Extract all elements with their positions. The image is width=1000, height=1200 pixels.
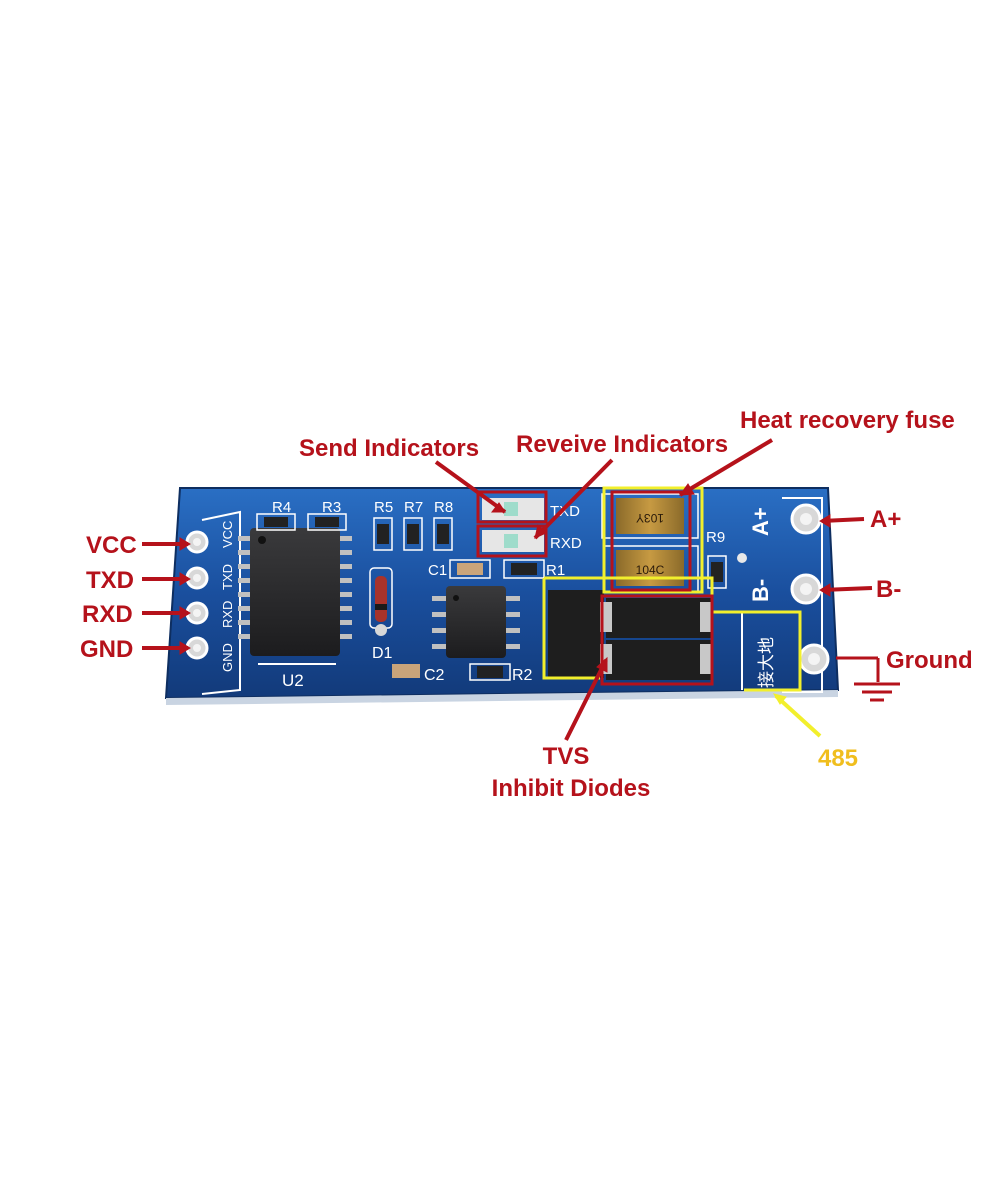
callout-labels: Send Indicators Reveive Indicators Heat … — [80, 407, 973, 802]
silk-r9: R9 — [706, 529, 725, 546]
silk-d1: D1 — [372, 645, 393, 662]
label-tvs: TVS — [543, 743, 590, 770]
silk-c2: C2 — [424, 667, 445, 684]
arrow-485 — [772, 693, 822, 738]
label-inhibit-diodes: Inhibit Diodes — [492, 775, 651, 802]
label-heat-recovery-fuse: Heat recovery fuse — [740, 407, 955, 434]
label-vcc: VCC — [86, 532, 137, 559]
c1-r1: C1 R1 — [428, 559, 565, 579]
terminal-block: A+ B- 接大地 — [741, 497, 830, 693]
label-txd: TXD — [86, 567, 134, 594]
fuse-highlight-yellow — [602, 486, 704, 594]
silk-gnd: GND — [220, 643, 235, 672]
silk-rxd: RXD — [220, 601, 235, 628]
label-rxd: RXD — [82, 601, 133, 628]
label-receive-indicators: Reveive Indicators — [516, 431, 728, 458]
callout-arrows — [142, 438, 873, 741]
led-indicators: TXD RXD — [482, 498, 582, 552]
silk-r4: R4 — [272, 499, 291, 516]
area-485-outline — [544, 576, 802, 692]
fuse-highlight-red — [610, 490, 692, 592]
send-led-box — [476, 490, 548, 524]
label-485: 485 — [818, 745, 858, 772]
chip-soic8 — [432, 586, 520, 658]
highlight-boxes — [476, 486, 802, 692]
silk-fuse2-mark: 104C — [636, 563, 665, 577]
silk-a-plus: A+ — [748, 507, 773, 536]
silk-r1: R1 — [546, 562, 565, 579]
ground-symbol — [836, 656, 900, 702]
tvs-diodes — [548, 590, 712, 680]
silk-c1: C1 — [428, 562, 447, 579]
label-send-indicators: Send Indicators — [299, 435, 479, 462]
resistor-r9: R9 — [706, 529, 747, 589]
silk-b-minus: B- — [748, 579, 773, 602]
diode-d1: D1 — [369, 567, 393, 662]
silk-led-rxd: RXD — [550, 535, 582, 552]
silk-r7: R7 — [404, 499, 423, 516]
c2-r2: C2 R2 — [392, 663, 533, 684]
resistors-r4-r3: R4 R3 — [256, 499, 347, 531]
label-a-plus: A+ — [870, 506, 901, 533]
chip-u2: U2 — [238, 528, 352, 690]
header-silkscreen: VCC TXD RXD GND — [220, 521, 235, 672]
label-b-minus: B- — [876, 576, 901, 603]
silk-r8: R8 — [434, 499, 453, 516]
receive-led-box — [476, 524, 548, 558]
label-gnd: GND — [80, 636, 133, 663]
silk-fuse1-mark: 103Y — [636, 511, 664, 525]
silk-txd: TXD — [220, 564, 235, 590]
fuses: 103Y 104C — [601, 493, 699, 593]
silk-u2: U2 — [282, 671, 304, 690]
resistors-r5-r7-r8: R5 R7 R8 — [373, 499, 453, 551]
silk-r5: R5 — [374, 499, 393, 516]
tvs-highlight — [600, 594, 714, 686]
label-ground: Ground — [886, 647, 973, 674]
silk-r3: R3 — [322, 499, 341, 516]
silk-vcc: VCC — [220, 521, 235, 548]
silk-r2: R2 — [512, 667, 533, 684]
silk-ground-cn: 接大地 — [757, 637, 776, 688]
